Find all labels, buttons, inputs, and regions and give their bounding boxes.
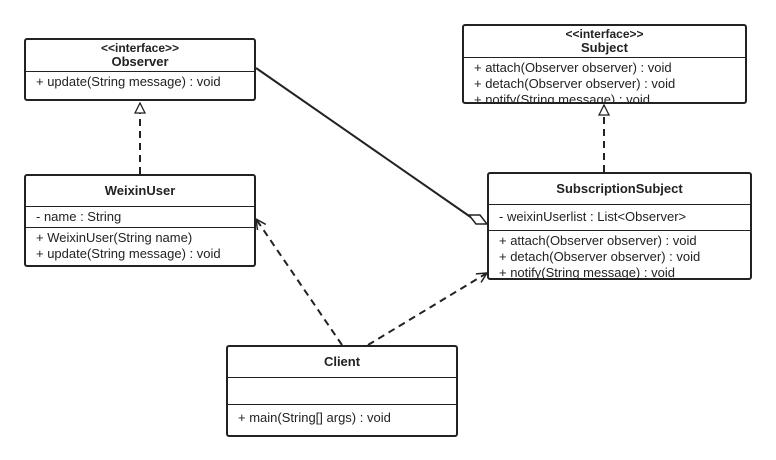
attributes-compartment: - weixinUserlist : List<Observer>	[489, 204, 750, 230]
dependency-client-subscriptionsubject	[367, 273, 487, 346]
operation: + WeixinUser(String name)	[36, 230, 193, 245]
operation: + update(String message) : void	[36, 74, 221, 89]
operations-compartment: + WeixinUser(String name) + update(Strin…	[26, 227, 254, 264]
operations-compartment: + update(String message) : void	[26, 71, 254, 92]
class-subject[interactable]: <<interface>> Subject + attach(Observer …	[462, 24, 747, 104]
operation: + attach(Observer observer) : void	[474, 60, 672, 75]
operation: + update(String message) : void	[36, 246, 221, 261]
class-weixinuser[interactable]: WeixinUser - name : String + WeixinUser(…	[24, 174, 256, 267]
operation: + notify(String message) : void	[474, 92, 650, 104]
operations-compartment: + attach(Observer observer) : void + det…	[464, 57, 745, 104]
operations-compartment: + main(String[] args) : void	[228, 404, 456, 428]
class-name: Observer	[111, 54, 169, 69]
class-subscriptionsubject[interactable]: SubscriptionSubject - weixinUserlist : L…	[487, 172, 752, 280]
operation: + main(String[] args) : void	[238, 410, 391, 425]
class-name: SubscriptionSubject	[556, 181, 683, 196]
class-name: WeixinUser	[104, 183, 176, 198]
aggregation-line	[255, 67, 473, 219]
operation: + notify(String message) : void	[499, 265, 675, 280]
attributes-compartment	[228, 377, 456, 404]
class-client[interactable]: Client + main(String[] args) : void	[226, 345, 458, 437]
stereotype-label: <<interface>>	[565, 27, 644, 41]
class-header: <<interface>> Observer	[26, 40, 254, 71]
class-header: <<interface>> Subject	[464, 26, 745, 57]
class-header: WeixinUser	[26, 176, 254, 206]
operation: + detach(Observer observer) : void	[474, 76, 676, 91]
attribute: - weixinUserlist : List<Observer>	[499, 209, 687, 224]
class-header: Client	[228, 347, 456, 377]
aggregation-diamond	[467, 214, 489, 225]
attributes-compartment: - name : String	[26, 206, 254, 227]
operations-compartment: + attach(Observer observer) : void + det…	[489, 230, 750, 280]
dependency-client-weixinuser	[256, 219, 343, 346]
stereotype-label: <<interface>>	[100, 41, 180, 55]
operation: + attach(Observer observer) : void	[499, 233, 697, 248]
operation: + detach(Observer observer) : void	[499, 249, 701, 264]
class-name: Client	[323, 354, 361, 369]
class-observer[interactable]: <<interface>> Observer + update(String m…	[24, 38, 256, 101]
class-header: SubscriptionSubject	[489, 174, 750, 204]
class-name: Subject	[581, 40, 628, 55]
attribute: - name : String	[36, 209, 122, 224]
